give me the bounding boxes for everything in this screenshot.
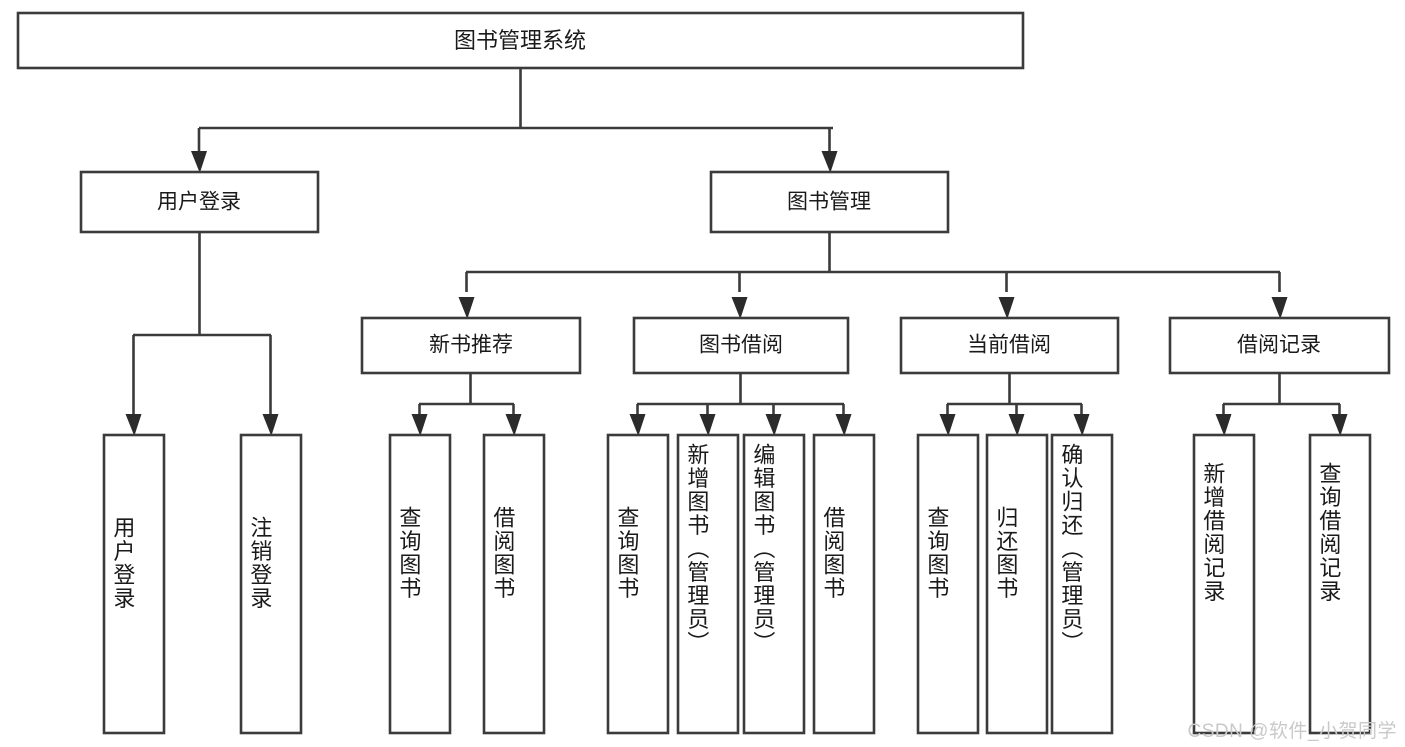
node-book-management-label: 图书管理: [787, 191, 871, 214]
connector-bookborrow-to-leaves: [636, 373, 845, 415]
node-current-borrow-label: 当前借阅: [967, 334, 1051, 357]
connector-newbook-to-leaves: [418, 373, 515, 415]
arrow-to-leaf-borrow-book-2: [835, 414, 852, 436]
node-current-borrow[interactable]: 当前借阅: [899, 316, 1120, 375]
arrow-to-leaf-user-login: [125, 414, 142, 436]
node-book-borrow-label: 图书借阅: [699, 334, 783, 357]
arrow-to-leaf-query-book-1: [411, 414, 428, 436]
node-book-borrow[interactable]: 图书借阅: [632, 316, 850, 375]
arrow-to-book-borrow: [731, 297, 748, 319]
node-book-management[interactable]: 图书管理: [709, 170, 950, 234]
leafbox-borrow-book-1[interactable]: [482, 433, 546, 735]
arrow-to-leaf-confirm-return: [1073, 414, 1090, 436]
leafbox-edit-book[interactable]: [742, 433, 806, 735]
arrow-to-leaf-query-borrow-record: [1331, 414, 1348, 436]
node-root-label: 图书管理系统: [454, 28, 586, 53]
leafbox-logout-login[interactable]: [239, 433, 303, 735]
leafbox-user-login[interactable]: [102, 433, 166, 735]
arrow-to-leaf-query-book-3: [939, 414, 956, 436]
leafbox-add-borrow-record[interactable]: [1192, 433, 1256, 735]
arrow-to-leaf-query-book-2: [629, 414, 646, 436]
arrow-to-borrow-record: [1271, 297, 1288, 319]
arrow-to-leaf-edit-book: [765, 414, 782, 436]
leafbox-query-borrow-record[interactable]: [1308, 433, 1372, 735]
arrow-to-leaf-borrow-book-1: [505, 414, 522, 436]
connector-root-to-level2: [197, 68, 833, 152]
node-user-login[interactable]: 用户登录: [79, 170, 320, 234]
node-new-book-recommend[interactable]: 新书推荐: [360, 316, 582, 375]
arrow-to-user-login: [191, 151, 207, 173]
arrow-to-leaf-return-book: [1008, 414, 1025, 436]
node-user-login-label: 用户登录: [157, 191, 241, 214]
arrow-to-leaf-logout-login: [262, 414, 279, 436]
leafbox-return-book[interactable]: [985, 433, 1049, 735]
connector-borrowrecord-to-leaves: [1222, 373, 1341, 415]
connector-currentborrow-to-leaves: [946, 373, 1083, 415]
node-new-book-recommend-label: 新书推荐: [429, 334, 513, 357]
arrow-to-book-management: [821, 151, 838, 173]
leafbox-query-book-2[interactable]: [606, 433, 670, 735]
watermark-text: CSDN @软件_小贺同学: [1187, 721, 1397, 742]
node-borrow-record[interactable]: 借阅记录: [1168, 316, 1391, 375]
arrow-to-leaf-add-borrow-record: [1215, 414, 1232, 436]
leafbox-add-book[interactable]: [676, 433, 740, 735]
leafbox-confirm-return[interactable]: [1050, 433, 1114, 735]
connector-bookmgmt-to-level3: [465, 232, 1281, 292]
leafbox-borrow-book-2[interactable]: [812, 433, 876, 735]
node-borrow-record-label: 借阅记录: [1237, 334, 1321, 357]
node-root[interactable]: 图书管理系统: [16, 11, 1025, 70]
arrow-to-current-borrow: [998, 297, 1015, 319]
leafbox-query-book-1[interactable]: [388, 433, 452, 735]
leafbox-query-book-3[interactable]: [916, 433, 980, 735]
connector-userlogin-to-leaves: [132, 232, 272, 415]
arrow-to-new-book-recommend: [458, 297, 475, 319]
arrow-to-leaf-add-book: [699, 414, 716, 436]
